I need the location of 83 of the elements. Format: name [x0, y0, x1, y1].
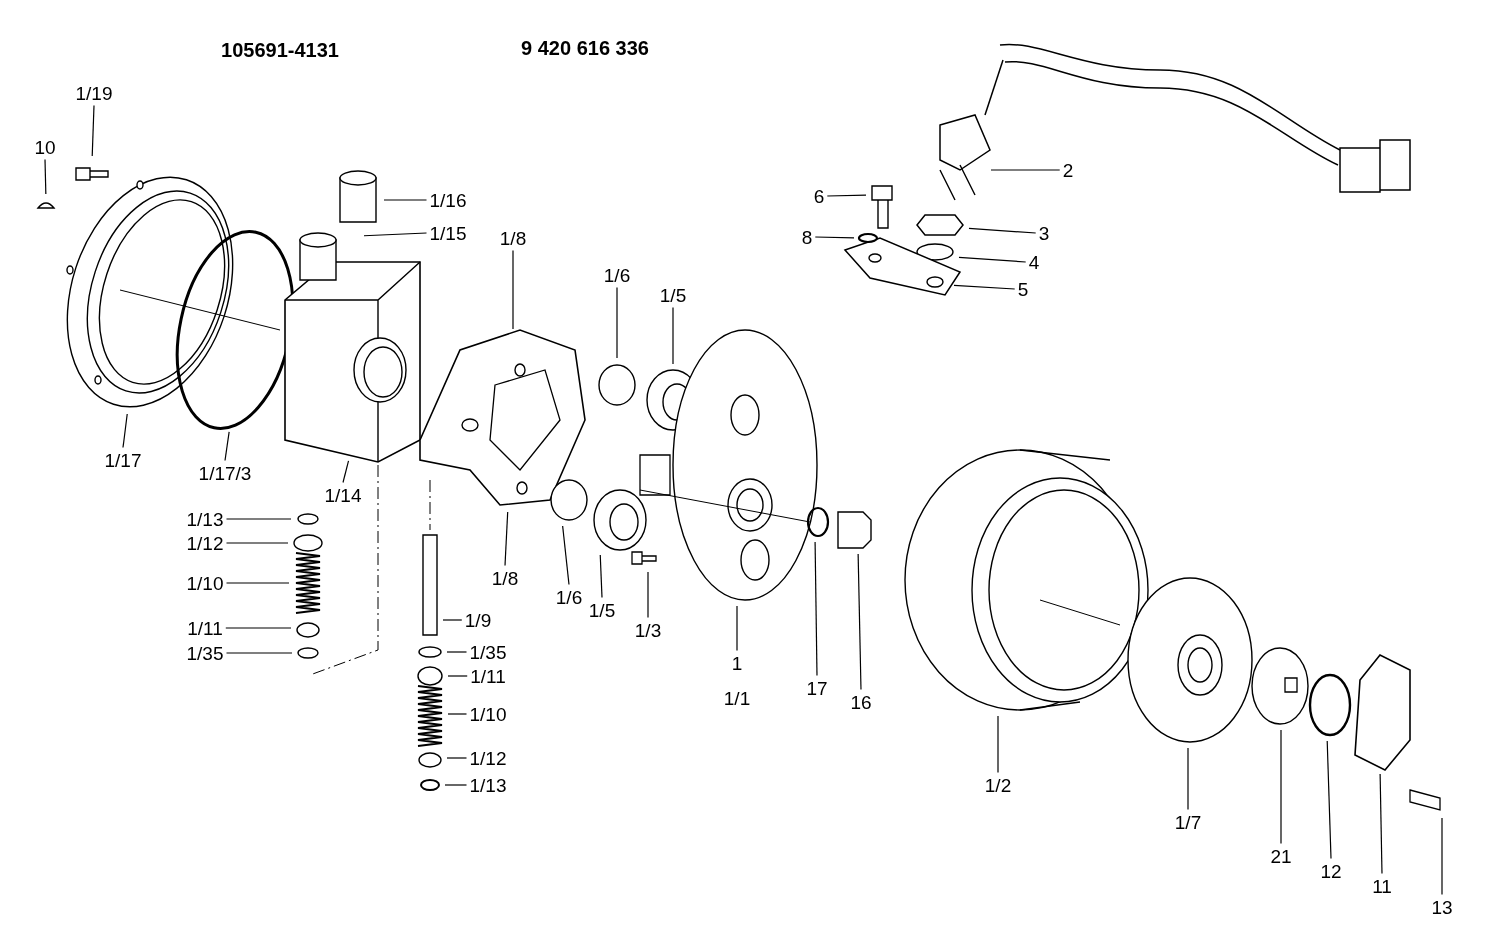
callout-number: 1/13: [186, 509, 224, 529]
callout-number: 13: [1431, 897, 1453, 917]
callout-number: 1/8: [499, 228, 527, 248]
leader-line: [122, 413, 128, 449]
leader-line: [958, 256, 1027, 263]
leader-line: [968, 227, 1037, 234]
leader-line: [342, 460, 350, 484]
leader-line: [1326, 740, 1332, 860]
leader-line: [446, 651, 468, 653]
callout-number: 3: [1038, 223, 1050, 243]
callout-number: 1/10: [186, 573, 224, 593]
callout-number: 5: [1017, 279, 1029, 299]
leader-line: [512, 249, 514, 330]
leader-line: [504, 511, 509, 567]
leader-line: [91, 104, 95, 157]
leader-line: [442, 619, 463, 621]
leader-line: [444, 784, 468, 786]
callout-number: 1/17/3: [198, 463, 252, 483]
callout-number: 1/11: [187, 618, 223, 638]
callout-number: 6: [813, 186, 825, 206]
callout-number: 1/9: [464, 610, 492, 630]
callout-number: 1/35: [469, 642, 507, 662]
part-number: 105691-4131: [221, 40, 339, 60]
part-number: 9 420 616 336: [521, 38, 649, 58]
leader-line: [647, 571, 649, 619]
callout-number: 2: [1062, 160, 1074, 180]
callout-number: 1: [731, 653, 743, 673]
callout-number: 1/12: [186, 533, 224, 553]
callout-number: 16: [850, 692, 872, 712]
leader-line: [953, 284, 1016, 290]
leader-line: [44, 158, 47, 195]
callout-number: 1/5: [659, 285, 687, 305]
leader-line: [383, 199, 428, 201]
leader-line: [1441, 817, 1443, 896]
callout-number: 1/5: [588, 600, 616, 620]
callout-number: 1/6: [603, 265, 631, 285]
leader-line: [616, 286, 618, 359]
leader-line: [446, 757, 468, 759]
leader-line: [225, 627, 292, 629]
leader-line: [225, 518, 292, 520]
callout-number: 12: [1320, 861, 1342, 881]
leader-line: [225, 582, 290, 584]
callout-number: 1/10: [469, 704, 507, 724]
callout-number: 1/11: [470, 666, 506, 686]
leader-line: [225, 542, 289, 544]
callout-number: 1/12: [469, 748, 507, 768]
callout-number: 4: [1028, 252, 1040, 272]
leader-line: [363, 232, 428, 237]
leader-line: [225, 652, 293, 654]
callout-number: 1/19: [75, 83, 113, 103]
leader-line: [1187, 747, 1189, 811]
leader-line: [826, 194, 867, 197]
callout-number: 21: [1270, 846, 1292, 866]
callout-number: 1/17: [104, 450, 142, 470]
callout-number: 11: [1372, 876, 1392, 896]
callout-number: 10: [34, 137, 56, 157]
callout-number: 1/7: [1174, 812, 1202, 832]
leader-line: [736, 605, 738, 652]
callout-number: 1/16: [429, 190, 467, 210]
callout-number: 1/15: [429, 223, 467, 243]
callout-number: 17: [806, 678, 828, 698]
callout-number: 1/14: [324, 485, 362, 505]
callout-number: 1/1: [723, 688, 751, 708]
leader-line: [672, 306, 674, 365]
leader-line: [997, 715, 999, 774]
callout-number: 1/3: [634, 620, 662, 640]
leader-line: [1379, 773, 1383, 875]
leader-line: [447, 675, 468, 677]
leader-line: [599, 554, 603, 599]
leader-line: [814, 236, 855, 239]
leader-line: [1280, 729, 1282, 845]
leader-line: [814, 541, 818, 677]
leader-line: [990, 169, 1061, 171]
leader-line: [562, 525, 570, 586]
leader-line: [447, 713, 468, 715]
callout-number: 1/6: [555, 587, 583, 607]
leader-line: [857, 553, 862, 691]
callout-number: 1/2: [984, 775, 1012, 795]
leader-line: [224, 431, 230, 462]
callout-number: 1/8: [491, 568, 519, 588]
callout-number: 1/35: [186, 643, 224, 663]
callout-number: 1/13: [469, 775, 507, 795]
callout-number: 8: [801, 227, 813, 247]
